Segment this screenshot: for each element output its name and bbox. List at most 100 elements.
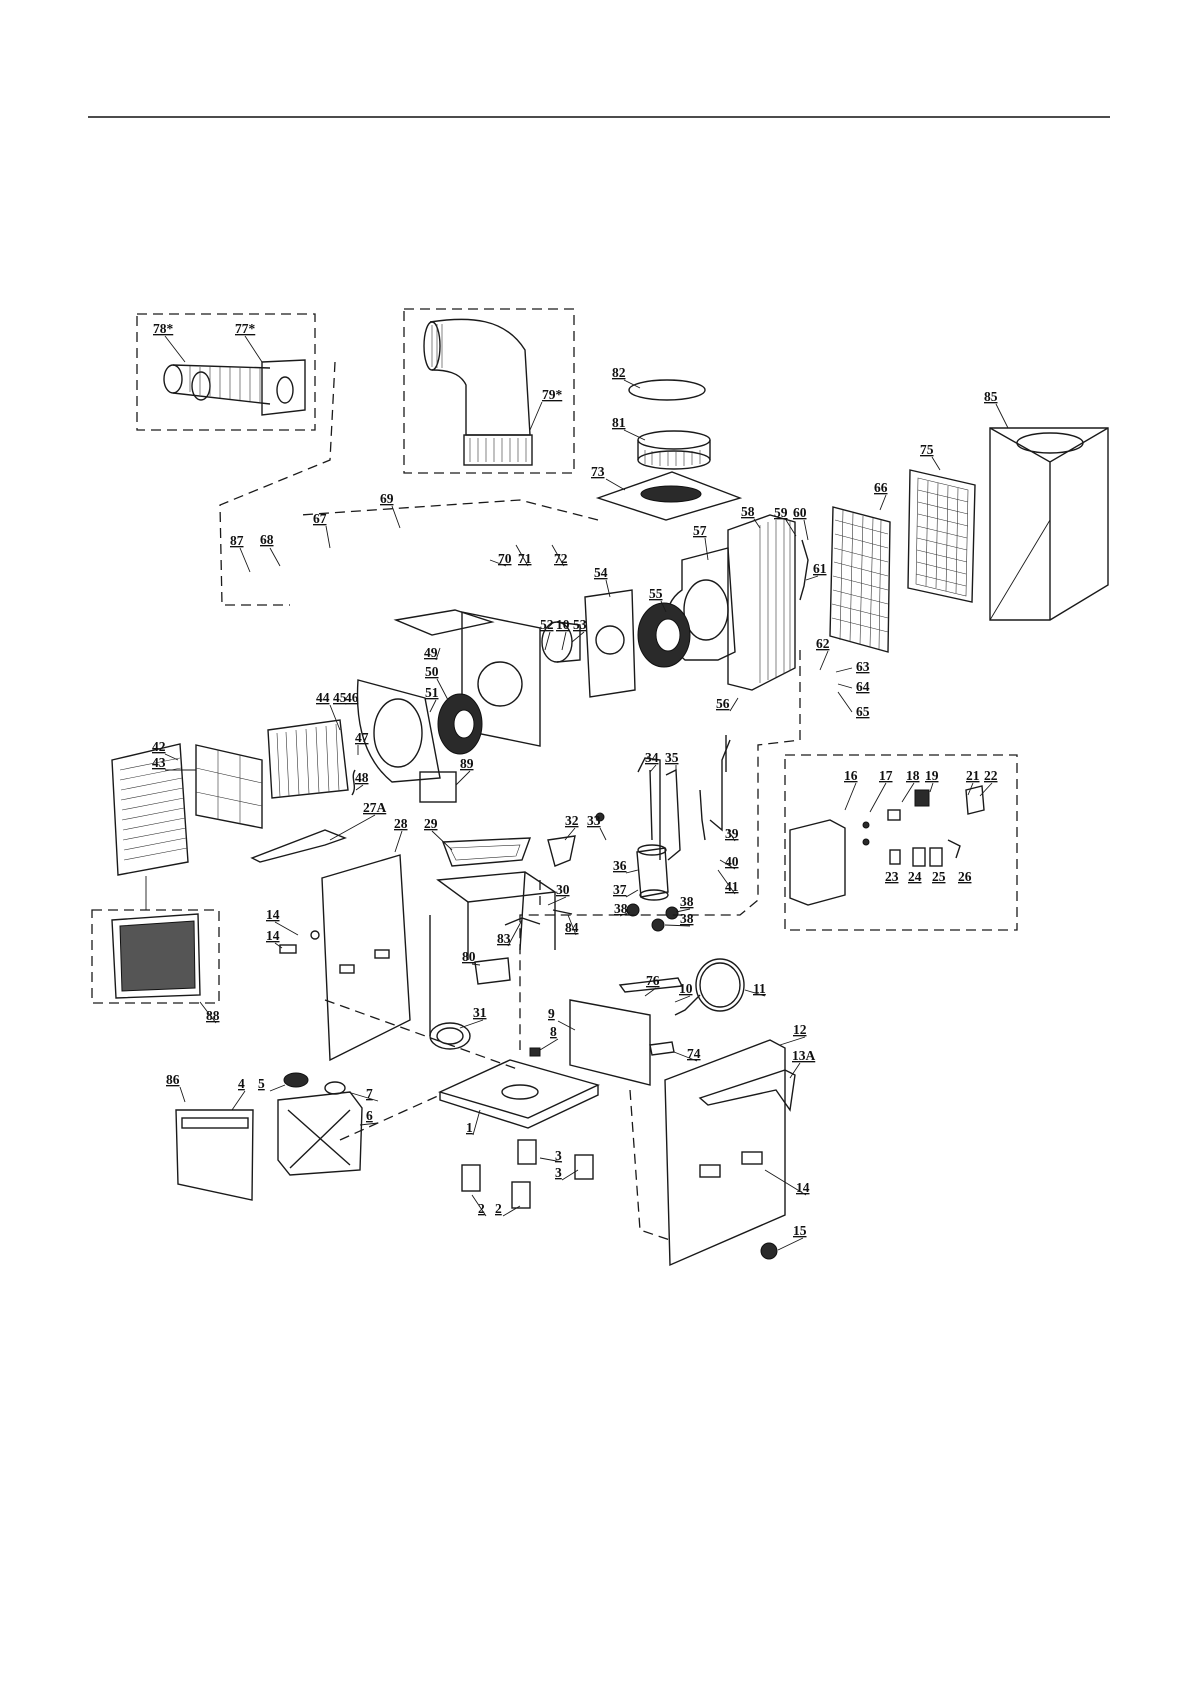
label-88: 88 bbox=[206, 1008, 220, 1023]
handle-insert bbox=[280, 945, 296, 953]
label-86: 86 bbox=[166, 1072, 180, 1087]
left-handle bbox=[252, 830, 345, 862]
partition-bracket bbox=[396, 610, 492, 635]
label-58: 58 bbox=[741, 504, 755, 519]
label-23: 23 bbox=[885, 869, 899, 884]
label-82: 82 bbox=[612, 365, 626, 380]
label-26: 26 bbox=[958, 869, 972, 884]
base-screw bbox=[530, 1048, 540, 1056]
label-35: 35 bbox=[665, 750, 679, 765]
label-10b: 10 bbox=[679, 981, 693, 996]
label-3b: 3 bbox=[555, 1165, 562, 1180]
label-39: 39 bbox=[725, 826, 739, 841]
label-42: 42 bbox=[152, 739, 166, 754]
label-63: 63 bbox=[856, 659, 870, 674]
front-grille bbox=[112, 744, 188, 875]
coil-pipe bbox=[800, 540, 808, 600]
evaporator-fan-wheel bbox=[438, 694, 482, 754]
water-pump bbox=[475, 958, 510, 984]
water-tray bbox=[443, 838, 530, 866]
label-83: 83 bbox=[497, 931, 511, 946]
label-76: 76 bbox=[646, 973, 660, 988]
water-tank bbox=[278, 1092, 362, 1175]
label-71: 71 bbox=[518, 551, 532, 566]
label-84: 84 bbox=[565, 920, 579, 935]
label-24: 24 bbox=[908, 869, 922, 884]
label-46: 46 bbox=[345, 690, 359, 705]
label-10a: 10 bbox=[556, 617, 570, 632]
label-59: 59 bbox=[774, 505, 788, 520]
label-51: 51 bbox=[425, 685, 439, 700]
label-33: 33 bbox=[587, 813, 601, 828]
switch-box bbox=[420, 772, 456, 802]
carbon-filter-callout-box bbox=[92, 910, 219, 1003]
label-89: 89 bbox=[460, 756, 474, 771]
label-62: 62 bbox=[816, 636, 830, 651]
label-53: 53 bbox=[573, 617, 587, 632]
drain-plug bbox=[761, 1243, 777, 1259]
label-64: 64 bbox=[856, 679, 870, 694]
label-81: 81 bbox=[612, 415, 626, 430]
label-32: 32 bbox=[565, 813, 579, 828]
label-1: 1 bbox=[466, 1120, 473, 1135]
base-plate-upper bbox=[438, 872, 555, 902]
label-73: 73 bbox=[591, 464, 605, 479]
label-5: 5 bbox=[258, 1076, 265, 1091]
label-36: 36 bbox=[613, 858, 627, 873]
rear-panel bbox=[570, 1000, 650, 1085]
label-74: 74 bbox=[687, 1046, 701, 1061]
label-34: 34 bbox=[645, 750, 659, 765]
label-22: 22 bbox=[984, 768, 998, 783]
cord-clip bbox=[650, 1042, 674, 1055]
base-tray bbox=[440, 1060, 598, 1128]
right-handle bbox=[700, 1070, 795, 1110]
label-67: 67 bbox=[313, 511, 327, 526]
label-44: 44 bbox=[316, 690, 330, 705]
label-2b: 2 bbox=[495, 1201, 502, 1216]
label-30: 30 bbox=[556, 882, 570, 897]
label-69: 69 bbox=[380, 491, 394, 506]
label-85: 85 bbox=[984, 389, 998, 404]
sealing-ring bbox=[629, 380, 705, 400]
label-49: 49 bbox=[424, 645, 438, 660]
label-18: 18 bbox=[906, 768, 920, 783]
label-38c: 38 bbox=[680, 911, 694, 926]
label-14b: 14 bbox=[266, 928, 280, 943]
label-14a: 14 bbox=[266, 907, 280, 922]
front-filter bbox=[196, 745, 262, 828]
label-13A: 13A bbox=[792, 1048, 816, 1063]
left-side-panel bbox=[322, 855, 410, 1060]
label-17: 17 bbox=[879, 768, 893, 783]
label-16: 16 bbox=[844, 768, 858, 783]
label-25: 25 bbox=[932, 869, 946, 884]
label-29: 29 bbox=[424, 816, 438, 831]
label-11: 11 bbox=[753, 981, 766, 996]
label-55: 55 bbox=[649, 586, 663, 601]
label-47: 47 bbox=[355, 730, 369, 745]
label-56: 56 bbox=[716, 696, 730, 711]
label-12: 12 bbox=[793, 1022, 807, 1037]
evaporator-coil bbox=[268, 720, 348, 798]
rear-filter-inner bbox=[830, 507, 890, 652]
drain-hose bbox=[430, 915, 470, 1049]
float-switch bbox=[548, 836, 575, 866]
label-48: 48 bbox=[355, 770, 369, 785]
label-61: 61 bbox=[813, 561, 827, 576]
label-87: 87 bbox=[230, 533, 244, 548]
fan-mounting-plate bbox=[585, 590, 635, 697]
label-77: 77* bbox=[235, 321, 256, 336]
label-68: 68 bbox=[260, 532, 274, 547]
label-6: 6 bbox=[366, 1108, 373, 1123]
condenser-fan-wheel bbox=[638, 603, 690, 667]
label-31: 31 bbox=[473, 1005, 487, 1020]
label-15: 15 bbox=[793, 1223, 807, 1238]
label-72: 72 bbox=[554, 551, 568, 566]
label-66: 66 bbox=[874, 480, 888, 495]
rear-cover bbox=[990, 428, 1108, 620]
label-65: 65 bbox=[856, 704, 870, 719]
right-side-panel bbox=[665, 1040, 785, 1265]
label-38a: 38 bbox=[680, 894, 694, 909]
label-50: 50 bbox=[425, 664, 439, 679]
label-4: 4 bbox=[238, 1076, 245, 1091]
